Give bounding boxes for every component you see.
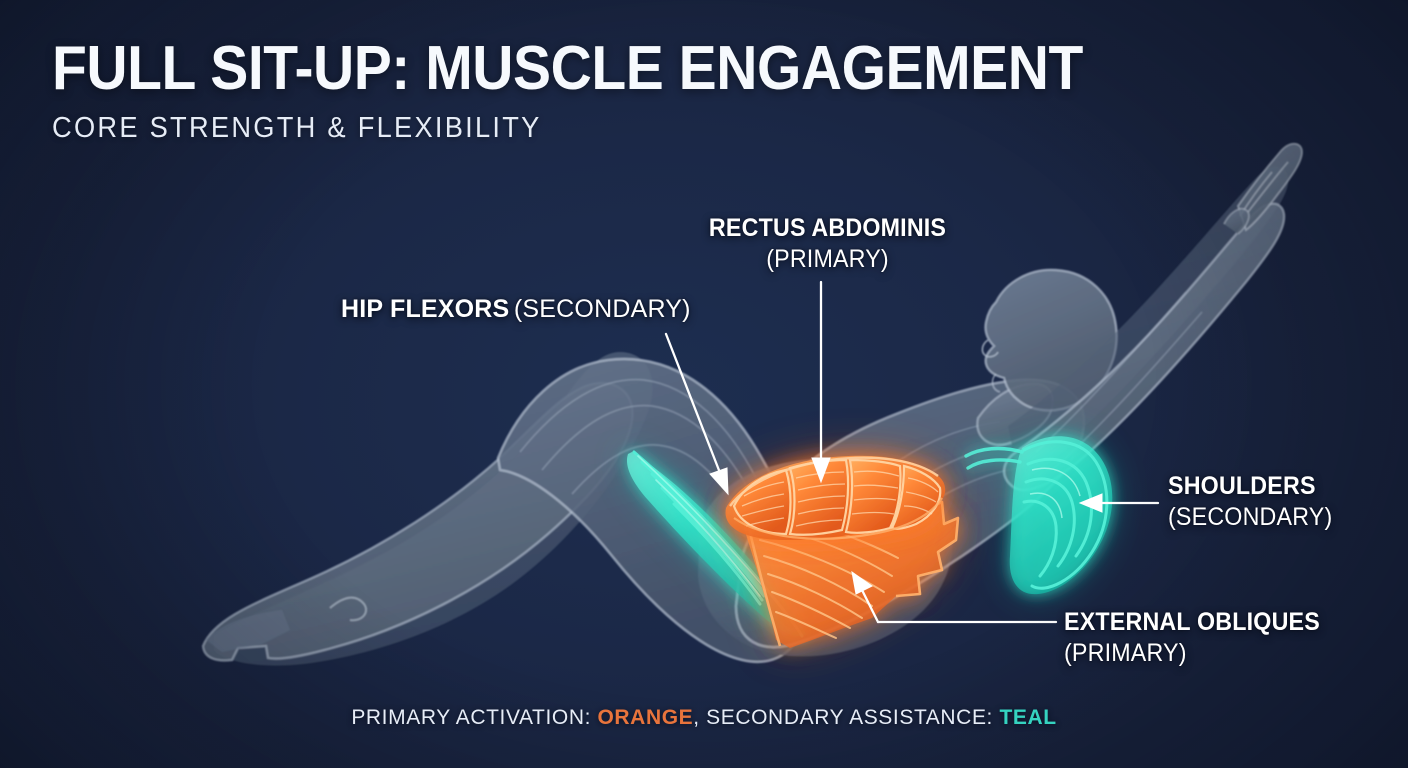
label-rectus-abdominis-name: RECTUS ABDOMINIS (708, 214, 947, 242)
header: FULL SIT-UP: MUSCLE ENGAGEMENT CORE STRE… (52, 38, 1173, 145)
label-hip-flexors: HIP FLEXORS (SECONDARY) (341, 295, 691, 324)
label-shoulders-name: SHOULDERS (1168, 472, 1316, 500)
label-rectus-abdominis-qualifier: (PRIMARY) (766, 245, 889, 273)
page-subtitle: CORE STRENGTH & FLEXIBILITY (52, 112, 542, 144)
label-external-obliques: EXTERNAL OBLIQUES (PRIMARY) (1064, 608, 1339, 668)
page-title: FULL SIT-UP: MUSCLE ENGAGEMENT (52, 34, 1083, 103)
legend-primary-keyword: ORANGE (597, 706, 694, 729)
legend-footer: PRIMARY ACTIVATION: ORANGE, SECONDARY AS… (0, 706, 1408, 730)
label-external-obliques-qualifier: (PRIMARY) (1064, 639, 1187, 667)
legend-secondary-prefix: SECONDARY ASSISTANCE: (706, 706, 1000, 729)
label-shoulders: SHOULDERS (SECONDARY) (1168, 472, 1345, 532)
label-external-obliques-name: EXTERNAL OBLIQUES (1064, 608, 1320, 636)
label-hip-flexors-qualifier: (SECONDARY) (513, 295, 691, 323)
legend-primary-prefix: PRIMARY ACTIVATION: (351, 706, 598, 729)
label-hip-flexors-name: HIP FLEXORS (341, 295, 510, 323)
legend-secondary-keyword: TEAL (999, 706, 1057, 729)
rectus-segment-3 (844, 458, 902, 534)
label-rectus-abdominis: RECTUS ABDOMINIS (PRIMARY) (700, 214, 955, 274)
label-shoulders-qualifier: (SECONDARY) (1168, 503, 1333, 531)
legend-separator: , (693, 706, 707, 729)
